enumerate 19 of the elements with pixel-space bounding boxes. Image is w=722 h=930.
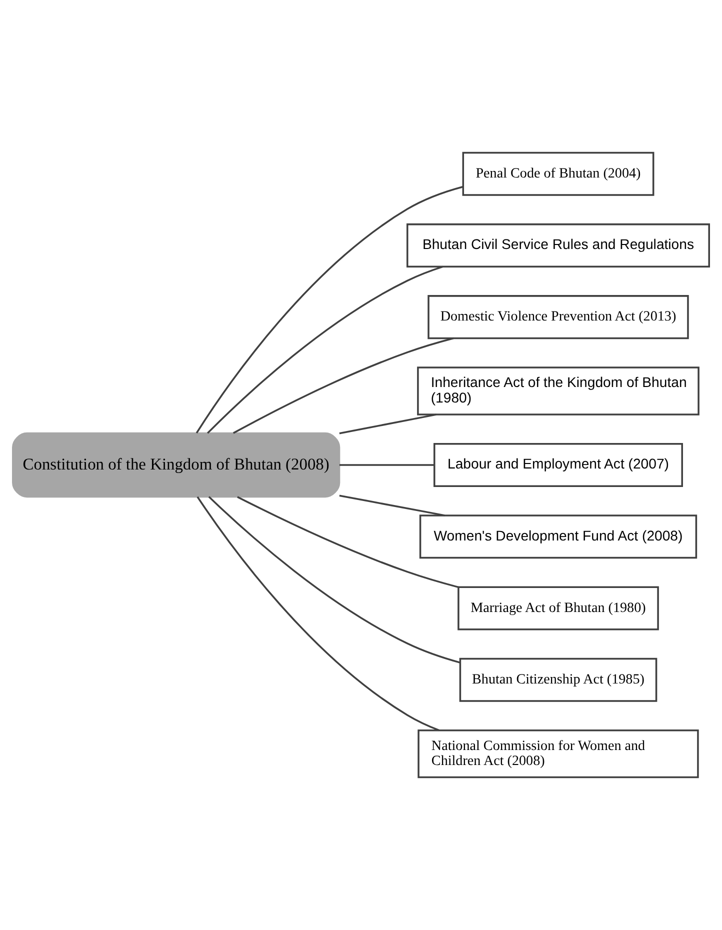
node-box: National Commission for Women and Children Act (2008) <box>418 729 699 778</box>
node-box: Women's Development Fund Act (2008) <box>419 514 698 559</box>
connector <box>339 494 445 516</box>
node-box: Inheritance Act of the Kingdom of Bhutan (1980) <box>417 366 700 416</box>
node-box: Bhutan Civil Service Rules and Regulations <box>406 223 710 268</box>
node-box: Penal Code of Bhutan (2004) <box>462 152 654 196</box>
node-box: Constitution of the Kingdom of Bhutan (2008) <box>12 432 340 498</box>
connector <box>237 496 459 588</box>
node-box: Marriage Act of Bhutan (1980) <box>458 586 659 630</box>
connector <box>196 496 440 732</box>
connector <box>232 337 454 434</box>
connector <box>339 414 436 434</box>
node-box: Bhutan Citizenship Act (1985) <box>459 658 658 702</box>
connector <box>208 496 460 664</box>
connector <box>206 266 444 434</box>
node-box: Labour and Employment Act (2007) <box>434 442 683 488</box>
connector <box>196 186 464 434</box>
node-box: Domestic Violence Prevention Act (2013) <box>428 295 689 340</box>
connector <box>339 464 434 466</box>
